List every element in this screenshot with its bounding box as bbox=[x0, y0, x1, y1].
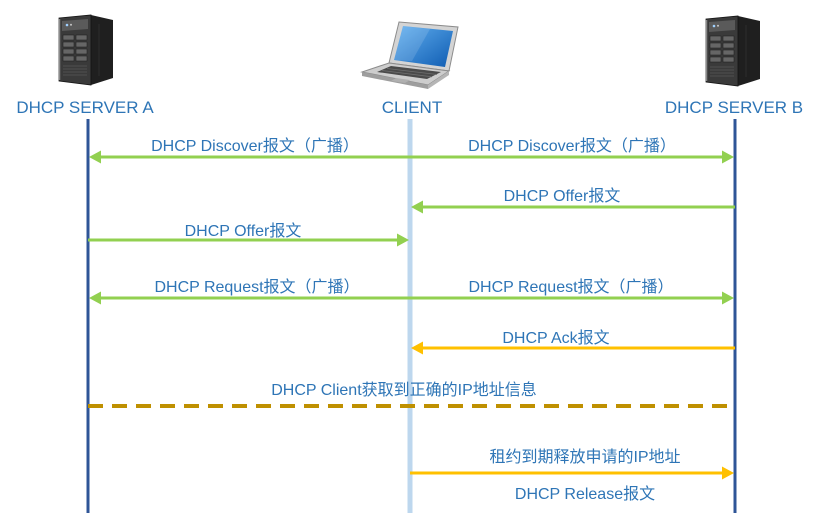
server-icon bbox=[705, 15, 761, 87]
participant-label-server-b: DHCP SERVER B bbox=[665, 98, 803, 117]
message-request: DHCP Request报文（广播） DHCP Request报文（广播） bbox=[89, 278, 734, 305]
message-label-below: DHCP Release报文 bbox=[515, 485, 655, 503]
message-offer-from-b: DHCP Offer报文 bbox=[411, 187, 735, 214]
participant-client: CLIENT bbox=[360, 21, 459, 117]
event-label: DHCP Client获取到正确的IP地址信息 bbox=[271, 381, 537, 399]
arrowhead-right bbox=[397, 233, 409, 247]
message-label: DHCP Offer报文 bbox=[504, 187, 621, 205]
event-ip-obtained: DHCP Client获取到正确的IP地址信息 bbox=[88, 381, 729, 408]
message-offer-from-a: DHCP Offer报文 bbox=[88, 222, 409, 247]
message-label-right: DHCP Discover报文（广播） bbox=[468, 137, 676, 155]
arrowhead-left bbox=[411, 341, 423, 355]
participant-server-a: DHCP SERVER A bbox=[16, 14, 154, 117]
message-label-above: 租约到期释放申请的IP地址 bbox=[489, 448, 680, 466]
participant-label-server-a: DHCP SERVER A bbox=[16, 98, 154, 117]
message-label-right: DHCP Request报文（广播） bbox=[468, 278, 673, 296]
arrowhead-left bbox=[411, 200, 423, 214]
arrowhead-right bbox=[722, 466, 734, 480]
message-ack: DHCP Ack报文 bbox=[411, 329, 735, 355]
message-release: 租约到期释放申请的IP地址 DHCP Release报文 bbox=[410, 448, 734, 503]
participant-server-b: DHCP SERVER B bbox=[665, 15, 803, 117]
message-label: DHCP Ack报文 bbox=[502, 329, 609, 347]
message-label: DHCP Offer报文 bbox=[185, 222, 302, 240]
message-label-left: DHCP Discover报文（广播） bbox=[151, 137, 359, 155]
message-discover: DHCP Discover报文（广播） DHCP Discover报文（广播） bbox=[89, 137, 734, 164]
participant-label-client: CLIENT bbox=[382, 98, 442, 117]
arrowhead-right bbox=[722, 291, 734, 305]
laptop-icon bbox=[360, 21, 459, 89]
arrowhead-left bbox=[89, 291, 101, 305]
message-label-left: DHCP Request报文（广播） bbox=[154, 278, 359, 296]
server-icon bbox=[58, 14, 114, 86]
arrowhead-right bbox=[722, 150, 734, 164]
arrowhead-left bbox=[89, 150, 101, 164]
